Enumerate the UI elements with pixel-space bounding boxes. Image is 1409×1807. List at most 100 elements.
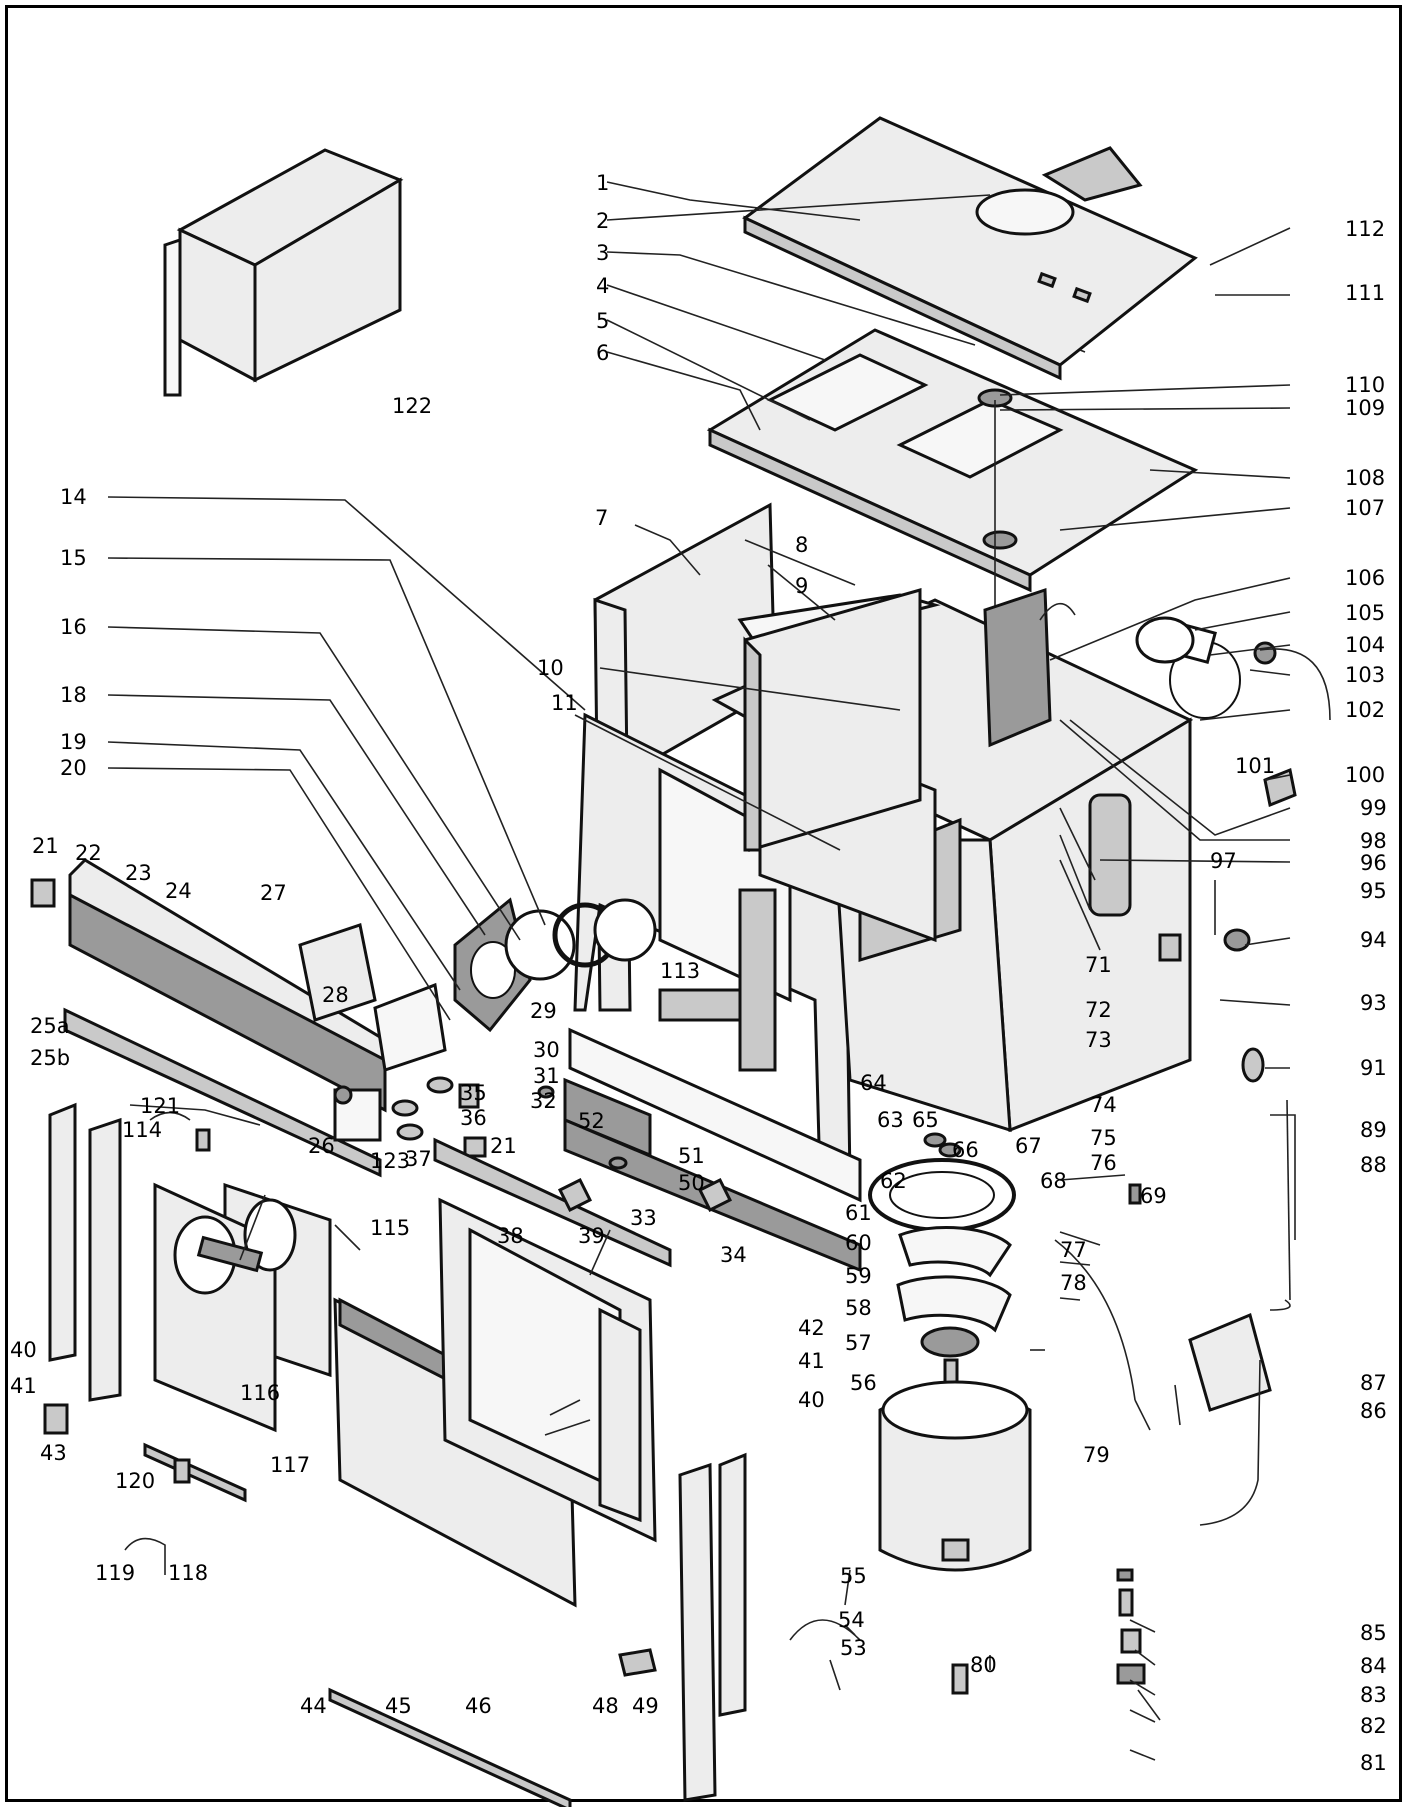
- leader-lines: [107, 181, 1291, 1761]
- callout-104: 104: [1345, 633, 1385, 657]
- callout-67: 67: [1015, 1134, 1042, 1158]
- callout-99: 99: [1360, 796, 1387, 820]
- callout-28: 28: [322, 983, 349, 1007]
- callout-56: 56: [850, 1371, 877, 1395]
- callout-65: 65: [912, 1108, 939, 1132]
- callout-59: 59: [845, 1264, 872, 1288]
- part-lower-right-fittings: [951, 1568, 1161, 1721]
- callout-21a: 21: [32, 834, 59, 858]
- callout-23: 23: [125, 861, 152, 885]
- callout-40b: 40: [798, 1388, 825, 1412]
- part-bottom-left-brackets: [124, 1111, 247, 1575]
- callout-69: 69: [1140, 1184, 1167, 1208]
- callout-88: 88: [1360, 1153, 1387, 1177]
- callout-89: 89: [1360, 1118, 1387, 1142]
- part-knobs: [391, 1076, 487, 1158]
- part-cooktop-lid: [742, 116, 1198, 381]
- callout-95: 95: [1360, 879, 1387, 903]
- callout-116: 116: [240, 1381, 280, 1405]
- callout-7: 7: [595, 506, 608, 530]
- callout-44: 44: [300, 1694, 327, 1718]
- callout-5: 5: [596, 309, 609, 333]
- callout-22: 22: [75, 841, 102, 865]
- callout-38: 38: [497, 1224, 524, 1248]
- callout-84: 84: [1360, 1654, 1387, 1678]
- part-burner-assembly: [868, 1158, 1032, 1572]
- callout-18: 18: [60, 683, 87, 707]
- callout-19: 19: [60, 730, 87, 754]
- callout-85: 85: [1360, 1621, 1387, 1645]
- callout-62: 62: [880, 1169, 907, 1193]
- callout-58: 58: [845, 1296, 872, 1320]
- callout-10: 10: [537, 656, 564, 680]
- callout-9: 9: [795, 574, 808, 598]
- callout-26: 26: [308, 1134, 335, 1158]
- callout-41a: 41: [10, 1374, 37, 1398]
- callout-94: 94: [1360, 928, 1387, 952]
- callout-97: 97: [1210, 849, 1237, 873]
- callout-20: 20: [60, 756, 87, 780]
- callout-119: 119: [95, 1561, 135, 1585]
- callout-40a: 40: [10, 1338, 37, 1362]
- callout-64: 64: [860, 1071, 887, 1095]
- callout-118: 118: [168, 1561, 208, 1585]
- callout-25a: 25a: [30, 1014, 70, 1038]
- callout-1: 1: [596, 171, 609, 195]
- callout-80: 80: [970, 1653, 997, 1677]
- callout-96: 96: [1360, 851, 1387, 875]
- callout-86: 86: [1360, 1399, 1387, 1423]
- callout-39: 39: [578, 1224, 605, 1248]
- callout-49: 49: [632, 1694, 659, 1718]
- callout-93: 93: [1360, 991, 1387, 1015]
- part-left-side-rails: [43, 1102, 122, 1435]
- callout-51: 51: [678, 1144, 705, 1168]
- callout-27: 27: [260, 881, 287, 905]
- callout-46: 46: [465, 1694, 492, 1718]
- callout-29: 29: [530, 999, 557, 1023]
- callout-36: 36: [460, 1106, 487, 1130]
- callout-68: 68: [1040, 1169, 1067, 1193]
- callout-112: 112: [1345, 217, 1385, 241]
- callout-52: 52: [578, 1109, 605, 1133]
- callout-11: 11: [551, 691, 578, 715]
- callout-81: 81: [1360, 1751, 1387, 1775]
- callout-87: 87: [1360, 1371, 1387, 1395]
- part-insulation-panel: [163, 148, 404, 397]
- callout-74: 74: [1090, 1093, 1117, 1117]
- callout-102: 102: [1345, 698, 1385, 722]
- callout-4: 4: [596, 274, 609, 298]
- part-oven-door: [328, 1137, 672, 1807]
- callout-115: 115: [370, 1216, 410, 1240]
- callout-54: 54: [838, 1608, 865, 1632]
- callout-117: 117: [270, 1453, 310, 1477]
- callout-63: 63: [877, 1108, 904, 1132]
- callout-113: 113: [660, 959, 700, 983]
- callout-53: 53: [840, 1636, 867, 1660]
- callout-108: 108: [1345, 466, 1385, 490]
- callout-57: 57: [845, 1331, 872, 1355]
- callout-50: 50: [678, 1171, 705, 1195]
- callout-79: 79: [1083, 1443, 1110, 1467]
- callout-73: 73: [1085, 1028, 1112, 1052]
- callout-106: 106: [1345, 566, 1385, 590]
- part-hob-plate: [706, 328, 1199, 615]
- callout-120: 120: [115, 1469, 155, 1493]
- callout-6: 6: [596, 341, 609, 365]
- callout-48: 48: [592, 1694, 619, 1718]
- part-front-fascia: [63, 858, 387, 1178]
- callout-21b: 21: [490, 1134, 517, 1158]
- callout-109: 109: [1345, 396, 1385, 420]
- callout-105: 105: [1345, 601, 1385, 625]
- callout-60: 60: [845, 1231, 872, 1255]
- callout-61: 61: [845, 1201, 872, 1225]
- callout-72: 72: [1085, 998, 1112, 1022]
- callout-76: 76: [1090, 1151, 1117, 1175]
- part-fuel-line-and-tank: [1054, 1239, 1272, 1526]
- callout-2: 2: [596, 209, 609, 233]
- callout-16: 16: [60, 615, 87, 639]
- callout-103: 103: [1345, 663, 1385, 687]
- callout-110: 110: [1345, 373, 1385, 397]
- callout-122: 122: [392, 394, 432, 418]
- callout-33: 33: [630, 1206, 657, 1230]
